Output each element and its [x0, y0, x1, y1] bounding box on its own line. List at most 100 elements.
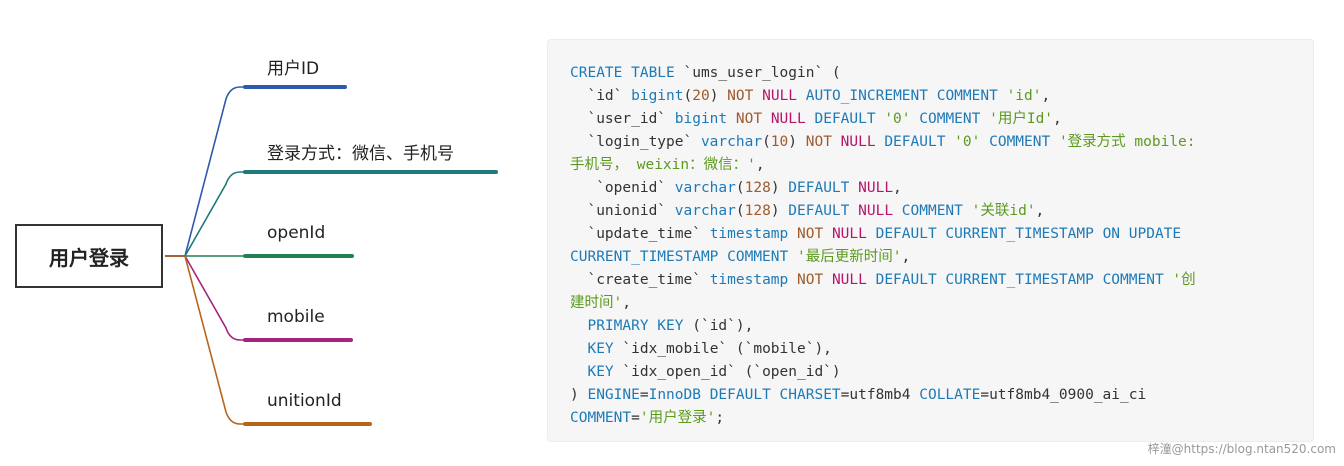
code-token: 10: [770, 134, 789, 150]
code-line: KEY `idx_open_id` (`open_id`): [570, 361, 1196, 384]
code-token: [570, 341, 587, 357]
code-token: [788, 249, 797, 265]
code-line: `unionid` varchar(128) DEFAULT NULL COMM…: [570, 200, 1196, 223]
code-token: ENGINE: [587, 387, 640, 403]
code-token: ,: [1053, 111, 1062, 127]
code-token: (: [735, 180, 745, 196]
code-token: [788, 272, 797, 288]
code-token: [945, 134, 954, 150]
code-token: 20: [692, 88, 710, 104]
code-token: 'id': [1006, 88, 1042, 104]
code-token: 128: [744, 180, 771, 196]
code-token: '0': [884, 111, 911, 127]
connector-login-type: [165, 171, 245, 257]
code-line: CURRENT_TIMESTAMP COMMENT '最后更新时间',: [570, 246, 1196, 269]
code-token: ,: [622, 295, 631, 311]
code-token: [832, 134, 841, 150]
code-token: '创: [1172, 272, 1196, 288]
code-token: `create_time`: [570, 272, 710, 288]
code-token: DEFAULT: [788, 180, 850, 196]
code-token: '最后更新时间': [796, 249, 902, 265]
code-token: NULL: [762, 88, 798, 104]
code-token: NOT: [797, 226, 824, 242]
code-token: varchar: [674, 180, 736, 196]
code-token: varchar: [674, 203, 736, 219]
code-token: [823, 272, 832, 288]
code-token: ,: [1041, 88, 1051, 104]
code-token: DEFAULT: [884, 134, 946, 150]
code-line: `openid` varchar(128) DEFAULT NULL,: [570, 177, 1196, 200]
code-token: (`id`),: [683, 318, 754, 334]
code-token: NULL: [831, 226, 867, 242]
watermark: 梓潼@https://blog.ntan520.com: [1147, 442, 1336, 456]
code-token: COMMENT: [989, 134, 1051, 150]
code-token: bigint: [674, 111, 728, 127]
code-token: ,: [901, 249, 911, 265]
branch-label-user-id[interactable]: 用户ID: [267, 59, 320, 79]
code-token: COMMENT: [570, 410, 632, 426]
code-token: NOT: [735, 111, 763, 127]
code-line: `id` bigint(20) NOT NULL AUTO_INCREMENT …: [570, 85, 1196, 108]
code-line: `login_type` varchar(10) NOT NULL DEFAUL…: [570, 131, 1196, 154]
code-token: [867, 226, 876, 242]
code-token: CREATE TABLE: [570, 65, 675, 81]
code-token: ): [788, 134, 806, 150]
code-token: NOT: [727, 88, 754, 104]
code-token: [867, 272, 876, 288]
code-token: NULL: [858, 180, 894, 196]
code-token: =utf8mb4: [840, 387, 920, 403]
branch-label-login-type[interactable]: 登录方式：微信、手机号: [267, 144, 454, 164]
code-line: `create_time` timestamp NOT NULL DEFAULT…: [570, 269, 1196, 292]
code-token: [998, 88, 1007, 104]
code-token: [753, 88, 762, 104]
code-token: `openid`: [570, 180, 675, 196]
code-token: `id`: [570, 88, 632, 104]
code-token: DEFAULT: [788, 203, 850, 219]
code-token: ): [709, 88, 728, 104]
code-token: `user_id`: [570, 111, 675, 127]
code-token: COLLATE: [919, 387, 981, 403]
branch-label-mobile[interactable]: mobile: [267, 307, 325, 327]
root-node-label: 用户登录: [49, 245, 129, 270]
code-line: ) ENGINE=InnoDB DEFAULT CHARSET=utf8mb4 …: [570, 384, 1196, 407]
code-token: ,: [755, 157, 765, 173]
code-token: =: [639, 387, 649, 403]
code-token: '0': [954, 134, 981, 150]
code-token: =: [631, 410, 640, 426]
code-token: 128: [744, 203, 771, 219]
code-line: `user_id` bigint NOT NULL DEFAULT '0' CO…: [570, 108, 1196, 131]
code-token: [893, 203, 902, 219]
code-line: COMMENT='用户登录';: [570, 407, 1196, 430]
code-token: ): [770, 180, 789, 196]
branch-label-openid[interactable]: openId: [267, 223, 326, 243]
branch-label-unitionid[interactable]: unitionId: [267, 391, 342, 411]
code-token: `update_time`: [570, 226, 710, 242]
code-token: varchar: [700, 134, 763, 150]
code-token: (: [683, 88, 693, 104]
code-token: [788, 226, 797, 242]
code-token: (: [735, 203, 745, 219]
sql-code: CREATE TABLE `ums_user_login` ( `id` big…: [570, 62, 1196, 430]
code-token: [980, 111, 989, 127]
code-token: [849, 180, 858, 196]
code-token: `idx_open_id` (`open_id`): [613, 364, 841, 380]
code-token: 建时间': [570, 295, 623, 311]
code-token: [963, 203, 972, 219]
code-token: DEFAULT: [814, 111, 876, 127]
code-line: CREATE TABLE `ums_user_login` (: [570, 62, 1196, 85]
code-token: KEY: [587, 364, 614, 380]
root-node[interactable]: 用户登录: [15, 224, 163, 288]
code-token: [1050, 134, 1059, 150]
code-token: [762, 111, 771, 127]
mindmap-connectors: [165, 85, 498, 426]
code-token: NULL: [770, 111, 806, 127]
code-token: (: [762, 134, 771, 150]
code-line: `update_time` timestamp NOT NULL DEFAULT…: [570, 223, 1196, 246]
code-token: InnoDB DEFAULT CHARSET: [648, 387, 841, 403]
code-token: timestamp: [709, 272, 789, 288]
code-token: '用户Id': [989, 111, 1054, 127]
code-token: PRIMARY KEY: [587, 318, 684, 334]
code-token: AUTO_INCREMENT COMMENT: [805, 88, 998, 104]
connector-mobile: [165, 255, 245, 341]
code-token: `unionid`: [570, 203, 675, 219]
